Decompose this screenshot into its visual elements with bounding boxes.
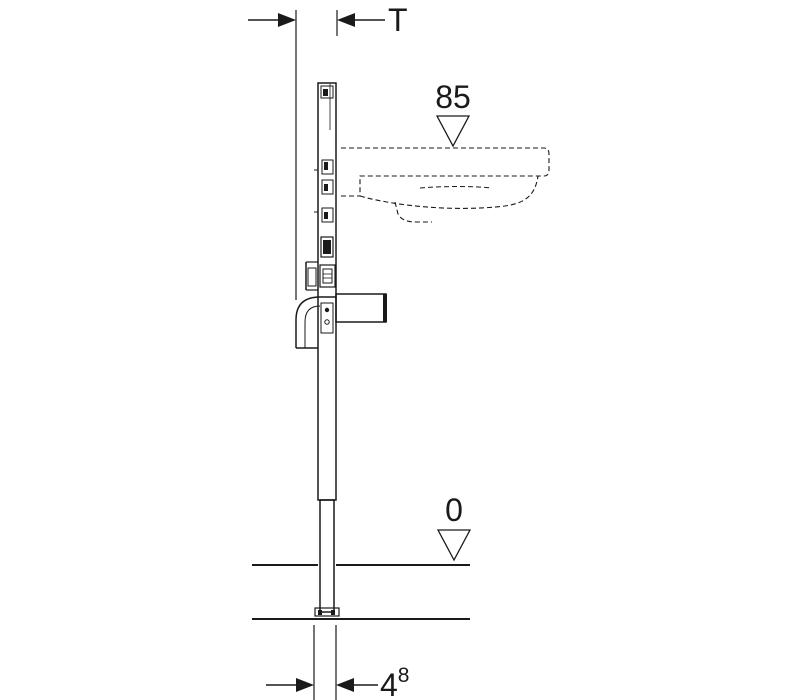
fixing-bracket-middle [321, 179, 334, 195]
floor-level-marker: 0 [436, 492, 472, 562]
svg-text:48: 48 [380, 664, 409, 700]
top-dimension: T [248, 2, 408, 300]
bottom-dimension: 48 [266, 625, 409, 700]
washbasin-outline [341, 147, 550, 223]
floor-triangle-icon [436, 529, 472, 562]
top-depth-label: T [388, 2, 408, 38]
supply-valve-box [319, 264, 336, 288]
fixing-bracket-upper [321, 159, 334, 175]
drain-connector [335, 293, 387, 323]
bottom-arrow-left-icon [296, 678, 314, 692]
bottom-thickness-base: 4 [380, 667, 398, 700]
top-arrow-left-icon [278, 13, 296, 27]
foot-plate [314, 607, 340, 617]
frame-upper-column [295, 82, 387, 501]
frame-cap [320, 85, 334, 99]
foot-tube [319, 499, 335, 613]
basin-height-label: 85 [435, 79, 471, 115]
water-connection-box [320, 236, 334, 258]
bottom-thickness-superscript: 8 [398, 664, 410, 687]
frame-column [317, 82, 337, 501]
basin-level-marker: 85 [435, 79, 471, 148]
drain-elbow [295, 296, 336, 348]
top-arrow-right-icon [337, 13, 355, 27]
frame-foot [314, 499, 340, 617]
drain-fitting [320, 302, 334, 334]
fixing-bracket-lower [321, 207, 334, 223]
floor-lines [252, 564, 470, 620]
bottom-arrow-right-icon [336, 678, 354, 692]
level-triangle-icon [435, 115, 471, 148]
floor-level-label: 0 [445, 492, 463, 528]
